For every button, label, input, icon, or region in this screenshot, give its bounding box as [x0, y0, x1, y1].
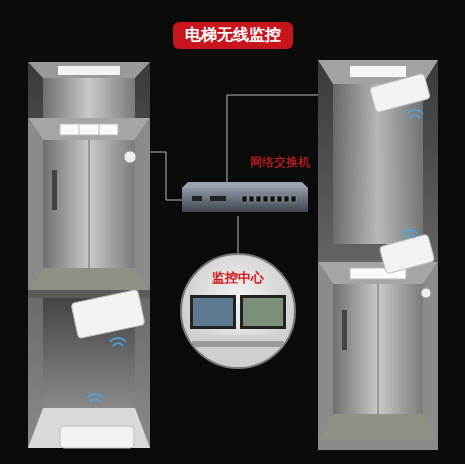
title-banner: 电梯无线监控 [173, 22, 293, 49]
wireless-bridges [60, 73, 435, 448]
network-switch: 网络交换机 [180, 152, 310, 216]
network-wires [150, 95, 318, 200]
center-label: 监控中心 [182, 269, 294, 287]
right-shaft [318, 60, 438, 450]
monitor-center: 监控中心 [180, 253, 296, 369]
network-cable [238, 216, 239, 253]
left-shaft [28, 62, 150, 448]
wifi-icons [87, 110, 423, 402]
switch-label: 网络交换机 [250, 154, 310, 171]
